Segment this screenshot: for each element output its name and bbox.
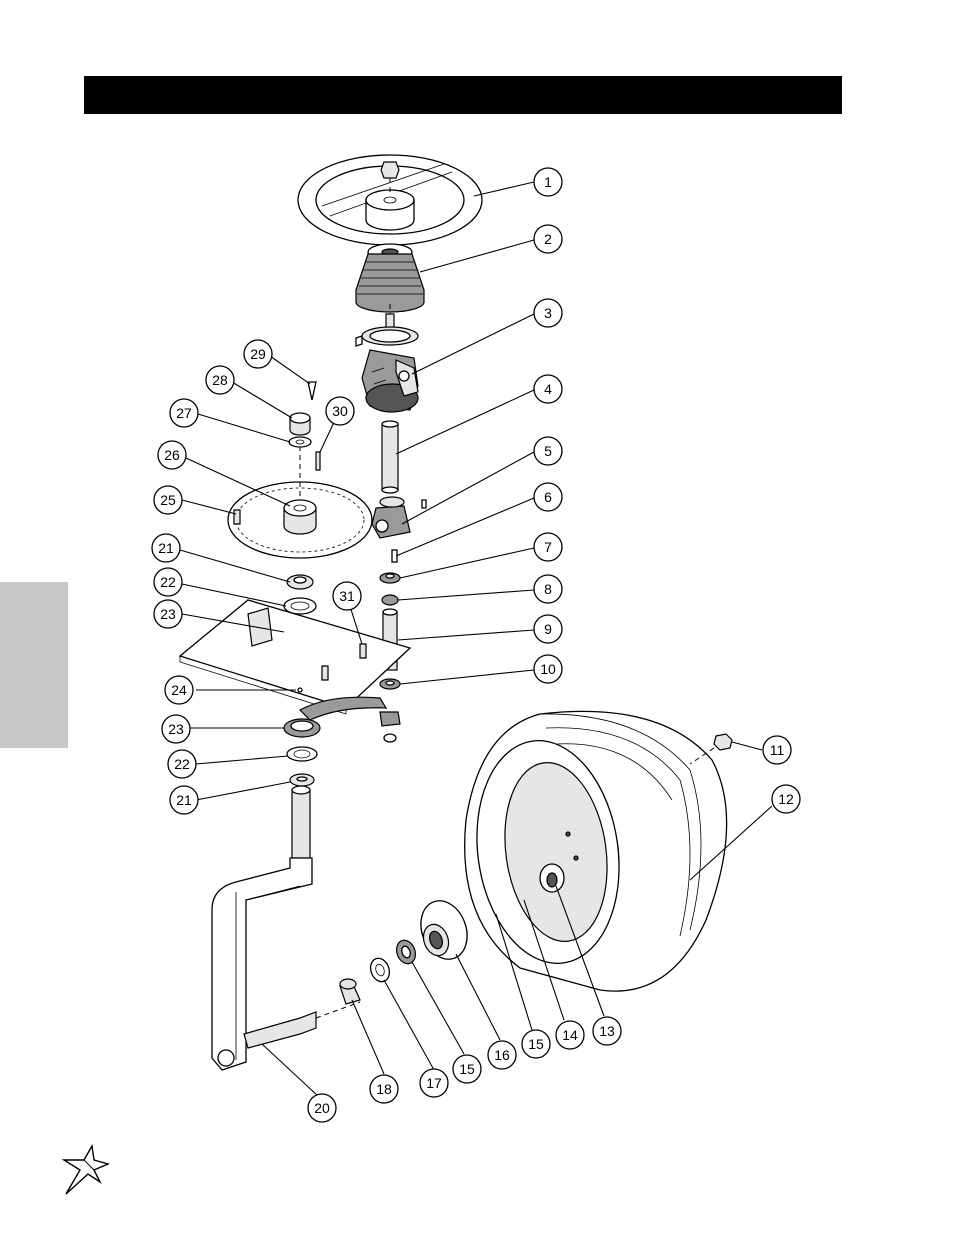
callout-23a: 23: [153, 599, 183, 629]
callout-13: 13: [592, 1016, 622, 1046]
svg-text:28: 28: [212, 372, 228, 388]
callout-6: 6: [533, 482, 563, 512]
svg-text:17: 17: [426, 1075, 442, 1091]
callout-1: 1: [533, 167, 563, 197]
steering-wheel: [297, 154, 483, 246]
svg-text:13: 13: [599, 1023, 615, 1039]
callout-15a: 15: [521, 1029, 551, 1059]
callout-7: 7: [533, 532, 563, 562]
callout-8: 8: [533, 574, 563, 604]
callout-29: 29: [243, 339, 273, 369]
callout-3: 3: [533, 298, 563, 328]
svg-text:15: 15: [528, 1036, 544, 1052]
svg-text:3: 3: [544, 305, 552, 321]
svg-text:18: 18: [376, 1081, 392, 1097]
svg-text:21: 21: [158, 540, 174, 556]
svg-text:24: 24: [171, 682, 187, 698]
callouts: 1 2 3 4 5 6 7 8 9 10 11 12 13 14 15 15 1…: [151, 167, 801, 1123]
callout-17: 17: [419, 1068, 449, 1098]
callout-27: 27: [169, 398, 199, 428]
svg-text:20: 20: [314, 1100, 330, 1116]
lower-bearings: [283, 718, 321, 787]
svg-text:8: 8: [544, 581, 552, 597]
callout-20: 20: [307, 1093, 337, 1123]
callout-5: 5: [533, 436, 563, 466]
svg-text:4: 4: [544, 381, 552, 397]
svg-text:31: 31: [339, 588, 355, 604]
callout-31: 31: [332, 581, 362, 611]
svg-text:22: 22: [174, 756, 190, 772]
svg-text:11: 11: [770, 742, 785, 758]
svg-text:5: 5: [544, 443, 552, 459]
callout-2: 2: [533, 224, 563, 254]
svg-text:9: 9: [544, 621, 552, 637]
svg-text:15: 15: [459, 1061, 475, 1077]
callout-21b: 21: [169, 785, 199, 815]
section-tab: [0, 582, 68, 748]
caster-fork: [211, 785, 361, 1071]
svg-text:16: 16: [494, 1047, 510, 1063]
svg-text:21: 21: [176, 792, 192, 808]
callout-4: 4: [533, 374, 563, 404]
callout-30: 30: [325, 396, 355, 426]
leader-lines: [179, 181, 773, 1097]
callout-21a: 21: [151, 533, 181, 563]
callout-10: 10: [533, 654, 563, 684]
svg-text:22: 22: [160, 574, 176, 590]
lug-nut: [689, 733, 733, 765]
callout-9: 9: [533, 614, 563, 644]
callout-22a: 22: [153, 567, 183, 597]
wheel-tire: [464, 710, 728, 992]
callout-22b: 22: [167, 749, 197, 779]
svg-text:23: 23: [160, 606, 176, 622]
callout-26: 26: [157, 440, 187, 470]
svg-text:14: 14: [562, 1027, 578, 1043]
svg-text:2: 2: [544, 231, 552, 247]
callout-16: 16: [487, 1040, 517, 1070]
svg-text:29: 29: [250, 346, 266, 362]
callout-15b: 15: [452, 1054, 482, 1084]
svg-text:25: 25: [160, 492, 176, 508]
steering-gear: [355, 313, 419, 413]
callout-24: 24: [164, 675, 194, 705]
callout-28: 28: [205, 365, 235, 395]
svg-text:26: 26: [164, 447, 180, 463]
svg-text:30: 30: [332, 403, 348, 419]
sprocket-hardware: [233, 381, 321, 525]
sprocket: [227, 446, 373, 559]
steering-boot: [355, 243, 425, 322]
svg-text:27: 27: [176, 405, 192, 421]
steering-shaft: [381, 420, 399, 494]
callout-18: 18: [369, 1074, 399, 1104]
callout-25: 25: [153, 485, 183, 515]
svg-text:10: 10: [540, 661, 556, 677]
callout-14: 14: [555, 1020, 585, 1050]
title-bar: [84, 76, 842, 114]
mounting-plate: [178, 599, 412, 721]
star-burst-logo-icon: [61, 1143, 111, 1195]
callout-23b: 23: [161, 714, 191, 744]
svg-text:12: 12: [778, 791, 794, 807]
svg-text:7: 7: [544, 539, 552, 555]
svg-text:6: 6: [544, 489, 552, 505]
svg-text:1: 1: [544, 174, 552, 190]
callout-12: 12: [771, 784, 801, 814]
callout-11: 11: [762, 735, 792, 765]
universal-joint: [371, 496, 427, 539]
svg-text:23: 23: [168, 721, 184, 737]
